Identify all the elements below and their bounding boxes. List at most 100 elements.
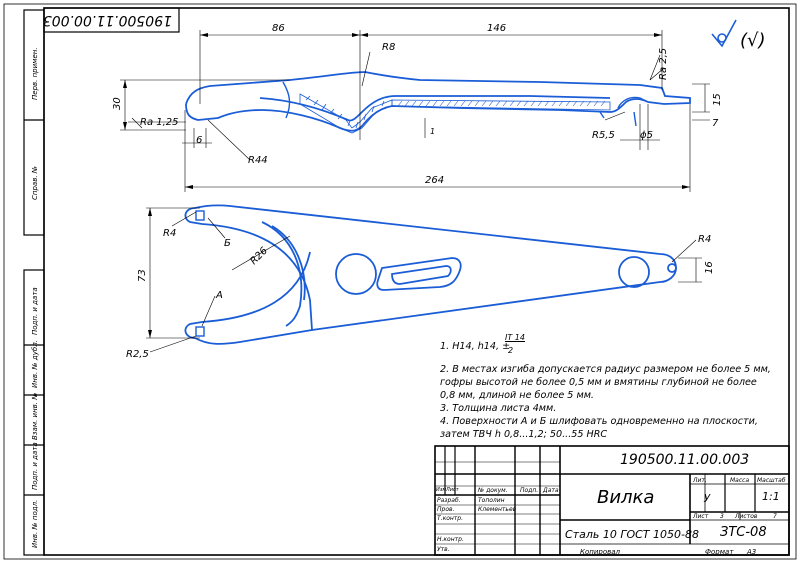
hdr-sign: Подп. <box>520 487 539 494</box>
note-3: 3. Толщина листа 4мм. <box>440 403 557 414</box>
label-format: Формат <box>705 548 734 556</box>
side-label-6: Подп. и дата <box>31 442 39 490</box>
hatch-line <box>593 100 599 107</box>
dim-1: 1 <box>430 127 435 136</box>
side-label-5: Взам. инв. № <box>31 392 39 440</box>
note-2-line-2: гофры высотой не более 0,5 мм и вмятины … <box>440 377 757 388</box>
dim-r26: R26 <box>248 245 270 267</box>
hatch-line <box>418 100 424 107</box>
hatch-line <box>481 100 487 107</box>
side-label-2: Справ. № <box>31 166 39 200</box>
value-sheet: 3 <box>720 513 724 520</box>
roughness-note: (√) <box>740 30 766 51</box>
dim-ra25: Ra 2,5 <box>658 48 669 80</box>
face-b-marker <box>195 210 205 221</box>
hatch-line <box>509 100 515 107</box>
hatch-line <box>446 100 452 107</box>
dimension-arrows-top <box>123 33 690 189</box>
dim-r44: R44 <box>248 155 268 166</box>
part-plan-view <box>184 204 677 345</box>
dim-6: 6 <box>196 135 202 146</box>
note-4-line-1: 4. Поверхности А и Б шлифовать одновреме… <box>440 416 758 427</box>
role-norm-control: Н.контр. <box>437 536 464 543</box>
title-block <box>434 445 790 556</box>
dim-86: 86 <box>272 23 285 34</box>
part-profile-view <box>185 71 691 132</box>
hatch-line <box>460 100 466 107</box>
label-mass: Масса <box>730 477 750 484</box>
dimension-lines-top <box>120 30 710 192</box>
roughness-sign <box>711 19 737 48</box>
code-rotated: 190500.11.00.003 <box>43 12 172 28</box>
value-format: А3 <box>747 548 757 556</box>
hatch-line <box>558 100 564 107</box>
hdr-list: Лист <box>446 487 459 493</box>
label-sheets: Листов <box>735 513 758 520</box>
label-lit: Лит. <box>693 477 707 484</box>
hatch-line <box>523 100 529 107</box>
dim-r4-right: R4 <box>698 234 711 245</box>
value-lit: у <box>704 490 711 503</box>
note-2-line-1: 2. В местах изгиба допускается радиус ра… <box>440 364 771 375</box>
hdr-doc: № докум. <box>478 487 508 494</box>
face-a-marker <box>195 326 205 337</box>
dim-r4-left: R4 <box>163 228 176 239</box>
role-developer: Разраб. <box>437 497 461 504</box>
dim-16: 16 <box>704 261 715 274</box>
hatch-line <box>516 100 522 107</box>
label-sheet: Лист <box>693 513 709 520</box>
role-tech-control: Т.контр. <box>437 515 464 522</box>
dim-73: 73 <box>137 269 148 282</box>
binding-strip <box>23 9 45 556</box>
hatch-line <box>600 100 606 107</box>
label-face-b: Б <box>224 238 231 249</box>
hatch-line <box>488 100 494 107</box>
hatch-line <box>411 100 417 107</box>
person-developer: Тополин <box>478 497 505 504</box>
hatch-line <box>474 100 480 107</box>
side-label-4: Инв. № дубл. <box>31 340 39 388</box>
dim-264: 264 <box>425 175 444 186</box>
label-copied: Копировал <box>580 548 620 556</box>
hatch-line <box>572 100 578 107</box>
role-checker: Пров. <box>437 506 455 513</box>
note-1: 1. H14, h14, ± <box>440 341 511 352</box>
hatch-line <box>432 100 438 107</box>
title-block-org: ЗТС-08 <box>720 525 767 540</box>
value-scale: 1:1 <box>762 490 780 503</box>
hdr-izm: Изм <box>436 487 447 493</box>
dim-r55: R5,5 <box>592 130 615 141</box>
dim-r8: R8 <box>382 42 395 53</box>
role-approve: Утв. <box>437 546 450 553</box>
hatch-line <box>404 100 410 107</box>
hatch-line <box>551 100 557 107</box>
hatch-line <box>397 100 403 107</box>
hatch-line <box>495 100 501 107</box>
dim-ra125: Ra 1,25 <box>140 117 179 128</box>
note-2-line-3: 0,8 мм, длиной не более 5 мм. <box>440 390 594 401</box>
hatch-line <box>579 100 585 107</box>
value-sheets: 7 <box>773 513 777 520</box>
hatch-line <box>439 100 445 107</box>
title-block-code: 190500.11.00.003 <box>620 452 750 468</box>
side-label-1: Перв. примен. <box>31 47 39 100</box>
dim-15: 15 <box>712 93 723 106</box>
dim-146: 146 <box>487 23 506 34</box>
hatch-line <box>565 100 571 107</box>
hatch-line <box>502 100 508 107</box>
person-checker: Клементьев <box>478 506 517 513</box>
hatch-line <box>586 100 592 107</box>
side-label-3: Подп. и дата <box>31 287 39 335</box>
hatch-line <box>537 100 543 107</box>
dim-d5: ϕ5 <box>640 130 653 141</box>
note-4-line-2: затем ТВЧ h 0,8...1,2; 50...55 HRC <box>440 429 608 440</box>
hatch-line <box>544 100 550 107</box>
note-1-fraction-top: IT 14 <box>505 333 525 342</box>
dim-r25: R2,5 <box>126 349 149 360</box>
hdr-date: Дата <box>543 487 559 494</box>
label-scale: Масштаб <box>757 477 786 484</box>
dim-30: 30 <box>112 97 123 110</box>
code-box-rotated <box>43 7 180 33</box>
title-block-material: Сталь 10 ГОСТ 1050-88 <box>565 528 699 541</box>
